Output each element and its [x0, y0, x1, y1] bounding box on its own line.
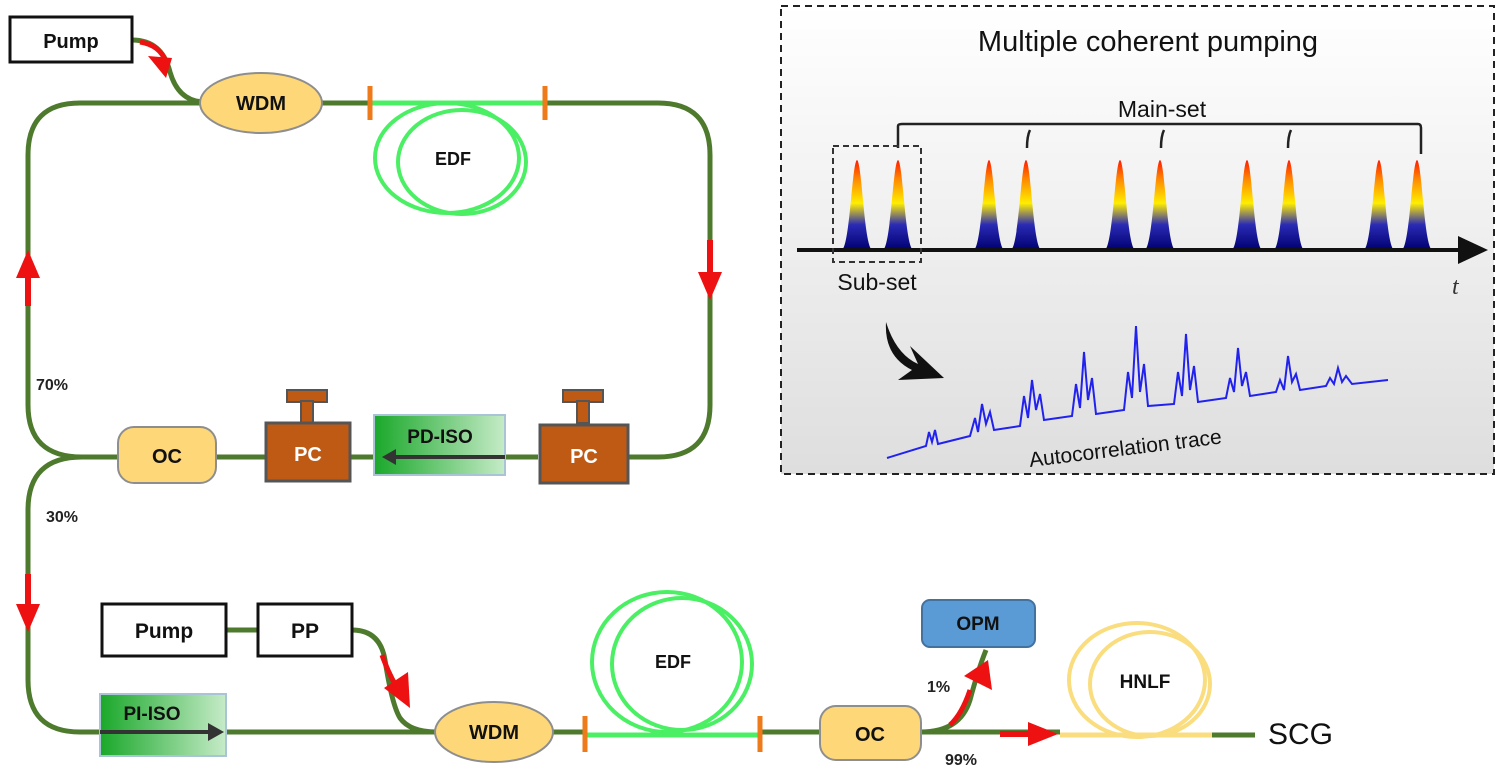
amp-fiber	[100, 729, 1255, 738]
opm-box: OPM	[921, 599, 1036, 648]
red-direction-arrow-icon	[964, 660, 992, 690]
main-set-bracket	[896, 122, 1423, 154]
output-fiber	[25, 454, 100, 735]
amplifier-stage: EDF HNLF Pump PP PI-ISO	[99, 590, 1333, 769]
pulse	[1274, 160, 1304, 250]
pump-box-bottom: Pump	[100, 602, 228, 658]
wdm-label: WDM	[236, 93, 286, 115]
oc-top: OC	[117, 426, 217, 484]
pulse-train	[842, 160, 1432, 250]
axis-variable-label: t	[1452, 274, 1460, 300]
pump-box-top: Pump	[8, 15, 134, 64]
arrow-shaft	[25, 574, 31, 606]
pulse	[842, 160, 872, 250]
sub-set-box	[832, 145, 922, 263]
split-70-label: 70%	[36, 377, 68, 394]
split-99-label: 99%	[945, 752, 977, 769]
arrow-right-icon	[208, 723, 224, 741]
pulse	[1105, 160, 1135, 250]
split-30-label: 30%	[46, 509, 78, 526]
pump-label: Pump	[135, 620, 193, 643]
pulse	[974, 160, 1004, 250]
edf-label: EDF	[655, 652, 691, 672]
pulse	[883, 160, 913, 250]
opm-fiber	[920, 649, 989, 735]
oc-label: OC	[855, 724, 885, 746]
pp-label: PP	[291, 620, 319, 643]
pp-box: PP	[256, 602, 354, 658]
pc-right: PC	[538, 389, 630, 485]
pc-label: PC	[570, 446, 598, 468]
pulse	[1364, 160, 1394, 250]
pd-iso-label: PD-ISO	[407, 427, 472, 448]
arrow-shaft	[1000, 731, 1030, 737]
red-direction-arrow-icon	[384, 672, 410, 708]
pp-feed-highlight	[379, 654, 399, 688]
edf-coil-top	[367, 86, 548, 216]
pulse	[1402, 160, 1432, 250]
red-direction-arrow-icon	[698, 272, 722, 300]
pulse	[1232, 160, 1262, 250]
wdm-top: WDM	[199, 72, 323, 134]
pulse	[1145, 160, 1175, 250]
scg-label: SCG	[1268, 718, 1333, 751]
edf-coil-bottom	[582, 590, 763, 752]
pump-label: Pump	[43, 31, 99, 53]
opm-label: OPM	[956, 614, 999, 635]
cavity-fiber-loop	[25, 100, 713, 460]
coherent-pumping-inset: Multiple coherent pumping Main-set t Sub…	[780, 5, 1495, 475]
wdm-bottom: WDM	[434, 701, 554, 763]
pp-to-wdm-fiber	[351, 627, 437, 735]
hnlf-coil	[1060, 621, 1212, 739]
red-direction-arrow-icon	[148, 56, 172, 78]
pi-iso: PI-ISO	[99, 693, 227, 757]
hnlf-label: HNLF	[1120, 672, 1171, 693]
opm-highlight	[948, 689, 973, 727]
red-direction-arrow-icon	[16, 604, 40, 632]
arrow-shaft	[707, 240, 713, 274]
autocorrelation-trace	[886, 325, 1389, 459]
arrow-left-icon	[382, 449, 396, 465]
inset-title: Multiple coherent pumping	[978, 26, 1318, 58]
arrow-shaft	[25, 276, 31, 306]
pd-iso: PD-ISO	[373, 414, 506, 476]
red-direction-arrow-icon	[16, 250, 40, 278]
oc-bottom: OC	[819, 705, 922, 761]
sub-set-label: Sub-set	[837, 269, 917, 295]
split-1-label: 1%	[927, 679, 950, 696]
pulse	[1011, 160, 1041, 250]
axis-arrow-icon	[1458, 236, 1488, 264]
red-direction-arrow-icon	[1028, 722, 1058, 746]
pi-iso-label: PI-ISO	[123, 704, 180, 725]
ring-cavity: Pump WDM EDF OC PC PD-ISO	[8, 15, 722, 735]
pc-left: PC	[264, 389, 352, 483]
main-set-label: Main-set	[1118, 96, 1207, 122]
oc-label: OC	[152, 446, 182, 468]
edf-label: EDF	[435, 149, 471, 169]
wdm-label: WDM	[469, 722, 519, 744]
pc-label: PC	[294, 444, 322, 466]
black-curved-arrow-icon	[885, 322, 944, 380]
